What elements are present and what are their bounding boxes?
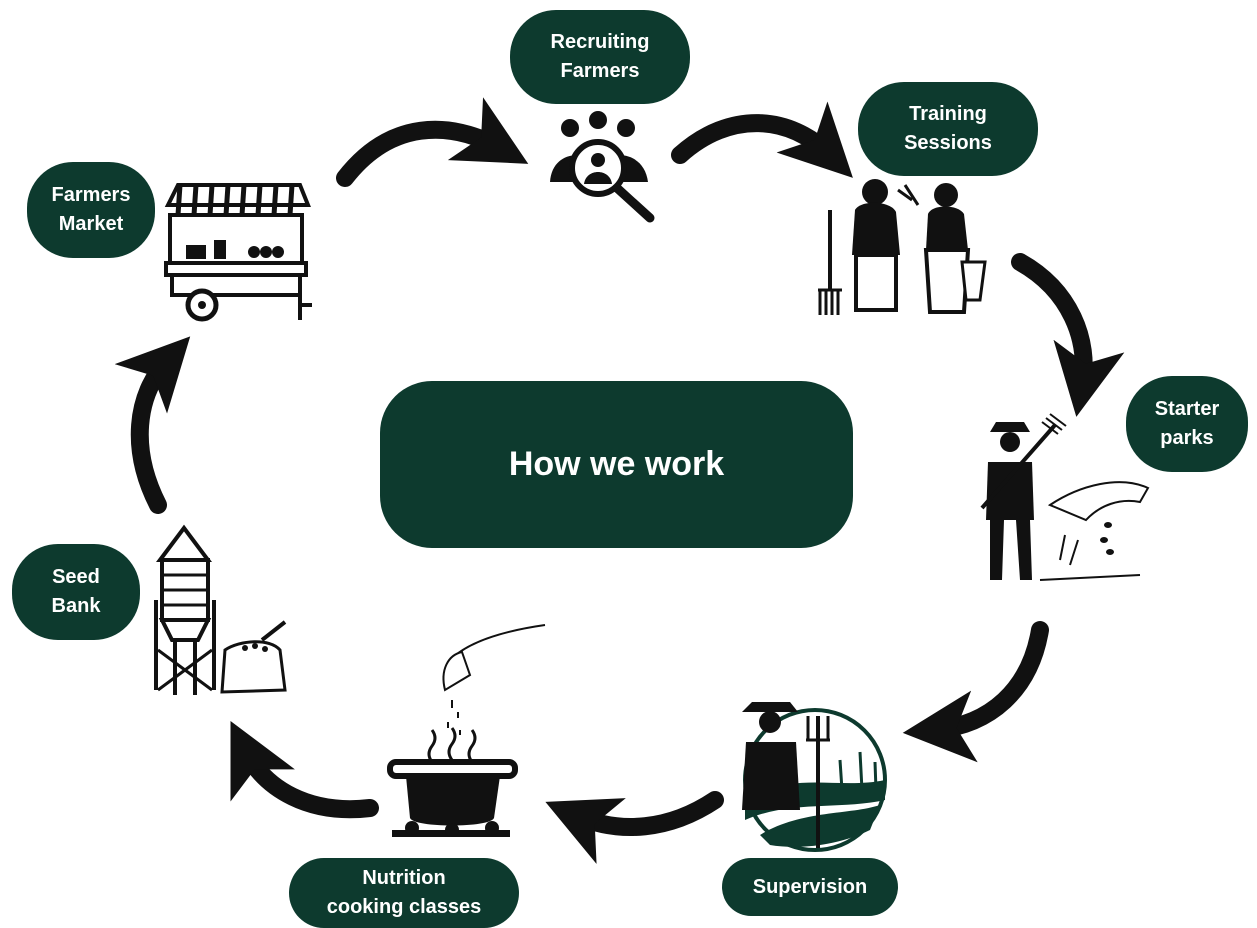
silo-seed-sack-icon <box>154 524 287 695</box>
step-nutrition-cooking-classes: Nutrition cooking classes <box>289 858 519 928</box>
cooking-pot-icon <box>387 624 546 837</box>
farmer-badge-icon <box>742 702 887 852</box>
arrow-cooking-to-seedbank <box>230 721 379 819</box>
recruiting-search-people-icon <box>550 111 655 223</box>
farmers-couple-icon <box>818 179 987 315</box>
arrow-training-to-starter <box>1011 253 1125 417</box>
step-supervision: Supervision <box>722 858 898 916</box>
arrow-recruiting-to-training <box>671 101 853 178</box>
arrow-starter-to-supervision <box>902 621 1049 763</box>
arrow-seedbank-to-market <box>114 336 191 514</box>
market-cart-icon <box>164 183 312 322</box>
step-seed-bank: Seed Bank <box>12 544 140 640</box>
farmer-sowing-seeds-icon <box>980 413 1150 581</box>
arrow-market-to-recruiting <box>336 97 529 187</box>
arrow-supervision-to-cooking <box>545 791 724 864</box>
step-recruiting-farmers: Recruiting Farmers <box>510 10 690 104</box>
step-training-sessions: Training Sessions <box>858 82 1038 176</box>
step-starter-parks: Starter parks <box>1126 376 1248 472</box>
diagram-title: How we work <box>380 381 853 548</box>
step-farmers-market: Farmers Market <box>27 162 155 258</box>
